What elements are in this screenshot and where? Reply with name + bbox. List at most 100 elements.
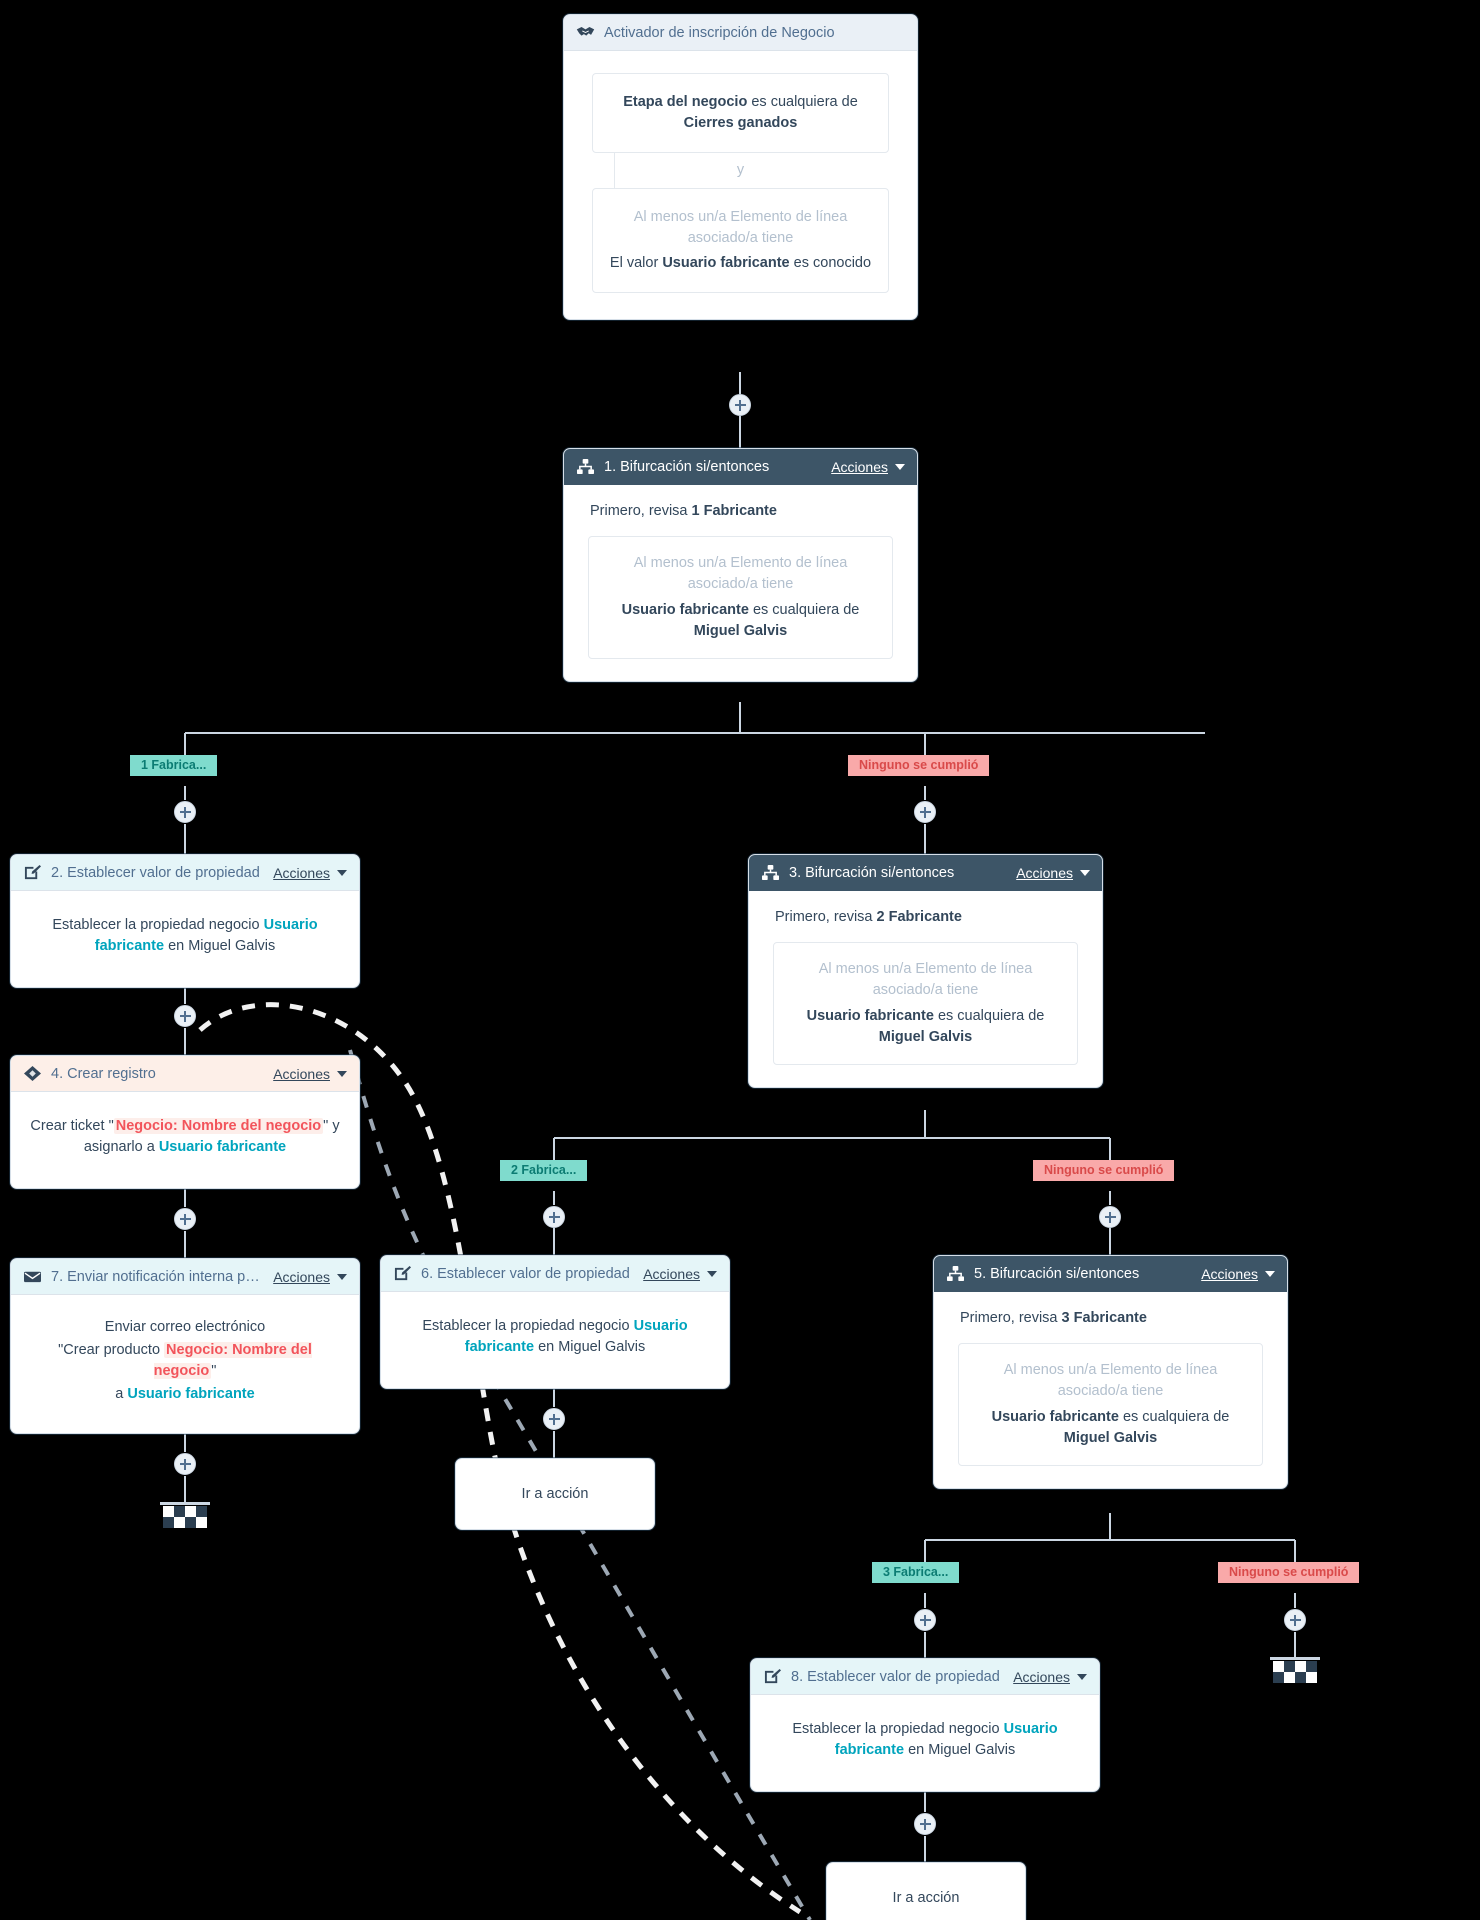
step-8-card[interactable]: 8. Establecer valor de propiedad Accione… bbox=[750, 1658, 1100, 1793]
branch-pill-1-yes[interactable]: 1 Fabrica... bbox=[130, 755, 218, 776]
step-5-primero-bold: 3 Fabricante bbox=[1061, 1310, 1147, 1326]
step-4-body-mid: y asignarlo a bbox=[83, 1118, 340, 1156]
edit-square-icon bbox=[764, 1668, 781, 1684]
step-8-acciones-menu[interactable]: Acciones bbox=[1013, 1669, 1087, 1685]
step-1-cond-bold1: Usuario fabricante bbox=[621, 602, 749, 619]
and-label: y bbox=[736, 162, 745, 179]
step-8-title: 8. Establecer valor de propiedad bbox=[791, 1668, 1000, 1685]
step-8-body-property: Usuario fabricante bbox=[834, 1721, 1058, 1759]
goto-a-label: Ir a acción bbox=[521, 1486, 589, 1502]
step-4-title: 4. Crear registro bbox=[51, 1065, 156, 1082]
step-3-primero-bold: 2 Fabricante bbox=[876, 909, 962, 925]
step-5-condition[interactable]: Al menos un/a Elemento de línea asociado… bbox=[958, 1343, 1263, 1467]
step-7-card[interactable]: 7. Enviar notificación interna po... Acc… bbox=[10, 1258, 360, 1435]
step-4-acciones-menu[interactable]: Acciones bbox=[273, 1066, 347, 1082]
step-1-primero: Primero, revisa 1 Fabricante bbox=[590, 501, 893, 522]
add-step-button-1-yes[interactable] bbox=[174, 801, 196, 823]
step-7-acciones-menu[interactable]: Acciones bbox=[273, 1269, 347, 1285]
step-2-card[interactable]: 2. Establecer valor de propiedad Accione… bbox=[10, 854, 360, 989]
step-5-acciones-menu[interactable]: Acciones bbox=[1201, 1266, 1275, 1282]
step-7-title: 7. Enviar notificación interna po... bbox=[51, 1268, 264, 1285]
add-step-button-3-none[interactable] bbox=[1284, 1609, 1306, 1631]
chevron-down-icon bbox=[337, 1273, 347, 1280]
chevron-down-icon bbox=[337, 1070, 347, 1077]
step-5-cond-bold1: Usuario fabricante bbox=[991, 1409, 1119, 1426]
trigger-condition-2[interactable]: Al menos un/a Elemento de línea asociado… bbox=[592, 188, 889, 294]
step-7-line-2: "Crear producto Negocio: Nombre del nego… bbox=[29, 1340, 341, 1382]
step-4-token: Negocio: Nombre del negocio bbox=[113, 1118, 324, 1134]
step-7-line3-pre: a bbox=[115, 1386, 128, 1403]
step-5-card[interactable]: 5. Bifurcación si/entonces Acciones Prim… bbox=[933, 1255, 1288, 1490]
step-6-title: 6. Establecer valor de propiedad bbox=[421, 1265, 630, 1282]
step-5-cond-mid: es cualquiera de bbox=[1118, 1409, 1230, 1426]
branch-pill-2-none-label: Ninguno se cumplió bbox=[1044, 1163, 1164, 1177]
step-6-card[interactable]: 6. Establecer valor de propiedad Accione… bbox=[380, 1255, 730, 1390]
add-step-button-after-4[interactable] bbox=[174, 1208, 196, 1230]
goto-action-box-b[interactable]: Ir a acción bbox=[826, 1862, 1026, 1920]
trigger-cond1-bold2: Cierres ganados bbox=[683, 115, 798, 132]
step-8-body-post: en Miguel Galvis bbox=[904, 1742, 1016, 1759]
step-5-primero-pre: Primero, revisa bbox=[960, 1310, 1062, 1326]
acciones-label: Acciones bbox=[273, 1268, 330, 1285]
step-2-body-property: Usuario fabricante bbox=[94, 917, 318, 955]
step-6-body: Establecer la propiedad negocio Usuario … bbox=[381, 1292, 729, 1388]
add-step-button-after-2[interactable] bbox=[174, 1005, 196, 1027]
step-3-primero-pre: Primero, revisa bbox=[775, 909, 877, 925]
chevron-down-icon bbox=[1077, 1673, 1087, 1680]
step-3-card[interactable]: 3. Bifurcación si/entonces Acciones Prim… bbox=[748, 854, 1103, 1089]
end-flag-right bbox=[1270, 1657, 1320, 1683]
branch-pill-1-none[interactable]: Ninguno se cumplió bbox=[848, 755, 990, 776]
trigger-and-connector: y bbox=[592, 153, 889, 189]
step-5-body: Primero, revisa 3 Fabricante Al menos un… bbox=[934, 1292, 1287, 1488]
step-1-cond-mid: es cualquiera de bbox=[748, 602, 860, 619]
branch-pill-1-none-label: Ninguno se cumplió bbox=[859, 758, 979, 772]
step-2-acciones-menu[interactable]: Acciones bbox=[273, 865, 347, 881]
add-step-button-2-none[interactable] bbox=[1099, 1206, 1121, 1228]
branch-icon bbox=[762, 864, 779, 881]
step-2-title: 2. Establecer valor de propiedad bbox=[51, 864, 260, 881]
add-step-button-3-yes[interactable] bbox=[914, 1609, 936, 1631]
step-1-acciones-menu[interactable]: Acciones bbox=[831, 459, 905, 475]
step-3-cond-muted: Al menos un/a Elemento de línea asociado… bbox=[818, 961, 1033, 999]
step-5-header: 5. Bifurcación si/entonces Acciones bbox=[934, 1256, 1287, 1292]
add-step-button-after-8[interactable] bbox=[914, 1813, 936, 1835]
trigger-cond2-muted: Al menos un/a Elemento de línea asociado… bbox=[633, 209, 848, 247]
step-3-acciones-menu[interactable]: Acciones bbox=[1016, 865, 1090, 881]
step-2-body-pre: Establecer la propiedad negocio bbox=[52, 917, 264, 933]
trigger-card-header: Activador de inscripción de Negocio bbox=[564, 15, 917, 51]
add-step-button-2-yes[interactable] bbox=[543, 1206, 565, 1228]
step-3-condition[interactable]: Al menos un/a Elemento de línea asociado… bbox=[773, 942, 1078, 1066]
chevron-down-icon bbox=[1080, 869, 1090, 876]
step-7-header: 7. Enviar notificación interna po... Acc… bbox=[11, 1259, 359, 1295]
trigger-cond1-mid: es cualquiera de bbox=[747, 94, 858, 110]
acciones-label: Acciones bbox=[643, 1265, 700, 1282]
step-6-body-post: en Miguel Galvis bbox=[534, 1339, 646, 1356]
step-1-condition[interactable]: Al menos un/a Elemento de línea asociado… bbox=[588, 536, 893, 660]
step-7-line-3: a Usuario fabricante bbox=[29, 1384, 341, 1405]
step-4-quote-close: " bbox=[323, 1118, 329, 1134]
step-8-header: 8. Establecer valor de propiedad Accione… bbox=[751, 1659, 1099, 1695]
trigger-condition-1[interactable]: Etapa del negocio es cualquiera de Cierr… bbox=[592, 73, 889, 154]
add-step-button-after-7[interactable] bbox=[174, 1453, 196, 1475]
trigger-card[interactable]: Activador de inscripción de Negocio Etap… bbox=[563, 14, 918, 321]
add-step-button-trigger[interactable] bbox=[729, 394, 751, 416]
step-4-card[interactable]: 4. Crear registro Acciones Crear ticket … bbox=[10, 1055, 360, 1190]
step-4-header: 4. Crear registro Acciones bbox=[11, 1056, 359, 1092]
step-7-body: Enviar correo electrónico "Crear product… bbox=[11, 1295, 359, 1433]
branch-pill-3-yes[interactable]: 3 Fabrica... bbox=[872, 1562, 960, 1583]
step-3-body: Primero, revisa 2 Fabricante Al menos un… bbox=[749, 891, 1102, 1087]
step-6-body-pre: Establecer la propiedad negocio bbox=[422, 1318, 634, 1334]
chevron-down-icon bbox=[1265, 1270, 1275, 1277]
add-step-button-1-none[interactable] bbox=[914, 801, 936, 823]
add-step-button-after-6[interactable] bbox=[543, 1408, 565, 1430]
goto-action-box-a[interactable]: Ir a acción bbox=[455, 1458, 655, 1530]
branch-pill-3-none[interactable]: Ninguno se cumplió bbox=[1218, 1562, 1360, 1583]
goto-b-label: Ir a acción bbox=[892, 1890, 960, 1906]
step-7-recipient: Usuario fabricante bbox=[127, 1386, 255, 1403]
step-6-acciones-menu[interactable]: Acciones bbox=[643, 1266, 717, 1282]
branch-pill-2-yes[interactable]: 2 Fabrica... bbox=[500, 1160, 588, 1181]
step-1-card[interactable]: 1. Bifurcación si/entonces Acciones Prim… bbox=[563, 448, 918, 683]
step-5-cond-bold2: Miguel Galvis bbox=[1063, 1430, 1158, 1447]
branch-pill-2-none[interactable]: Ninguno se cumplió bbox=[1033, 1160, 1175, 1181]
trigger-cond1-bold1: Etapa del negocio bbox=[623, 94, 748, 110]
